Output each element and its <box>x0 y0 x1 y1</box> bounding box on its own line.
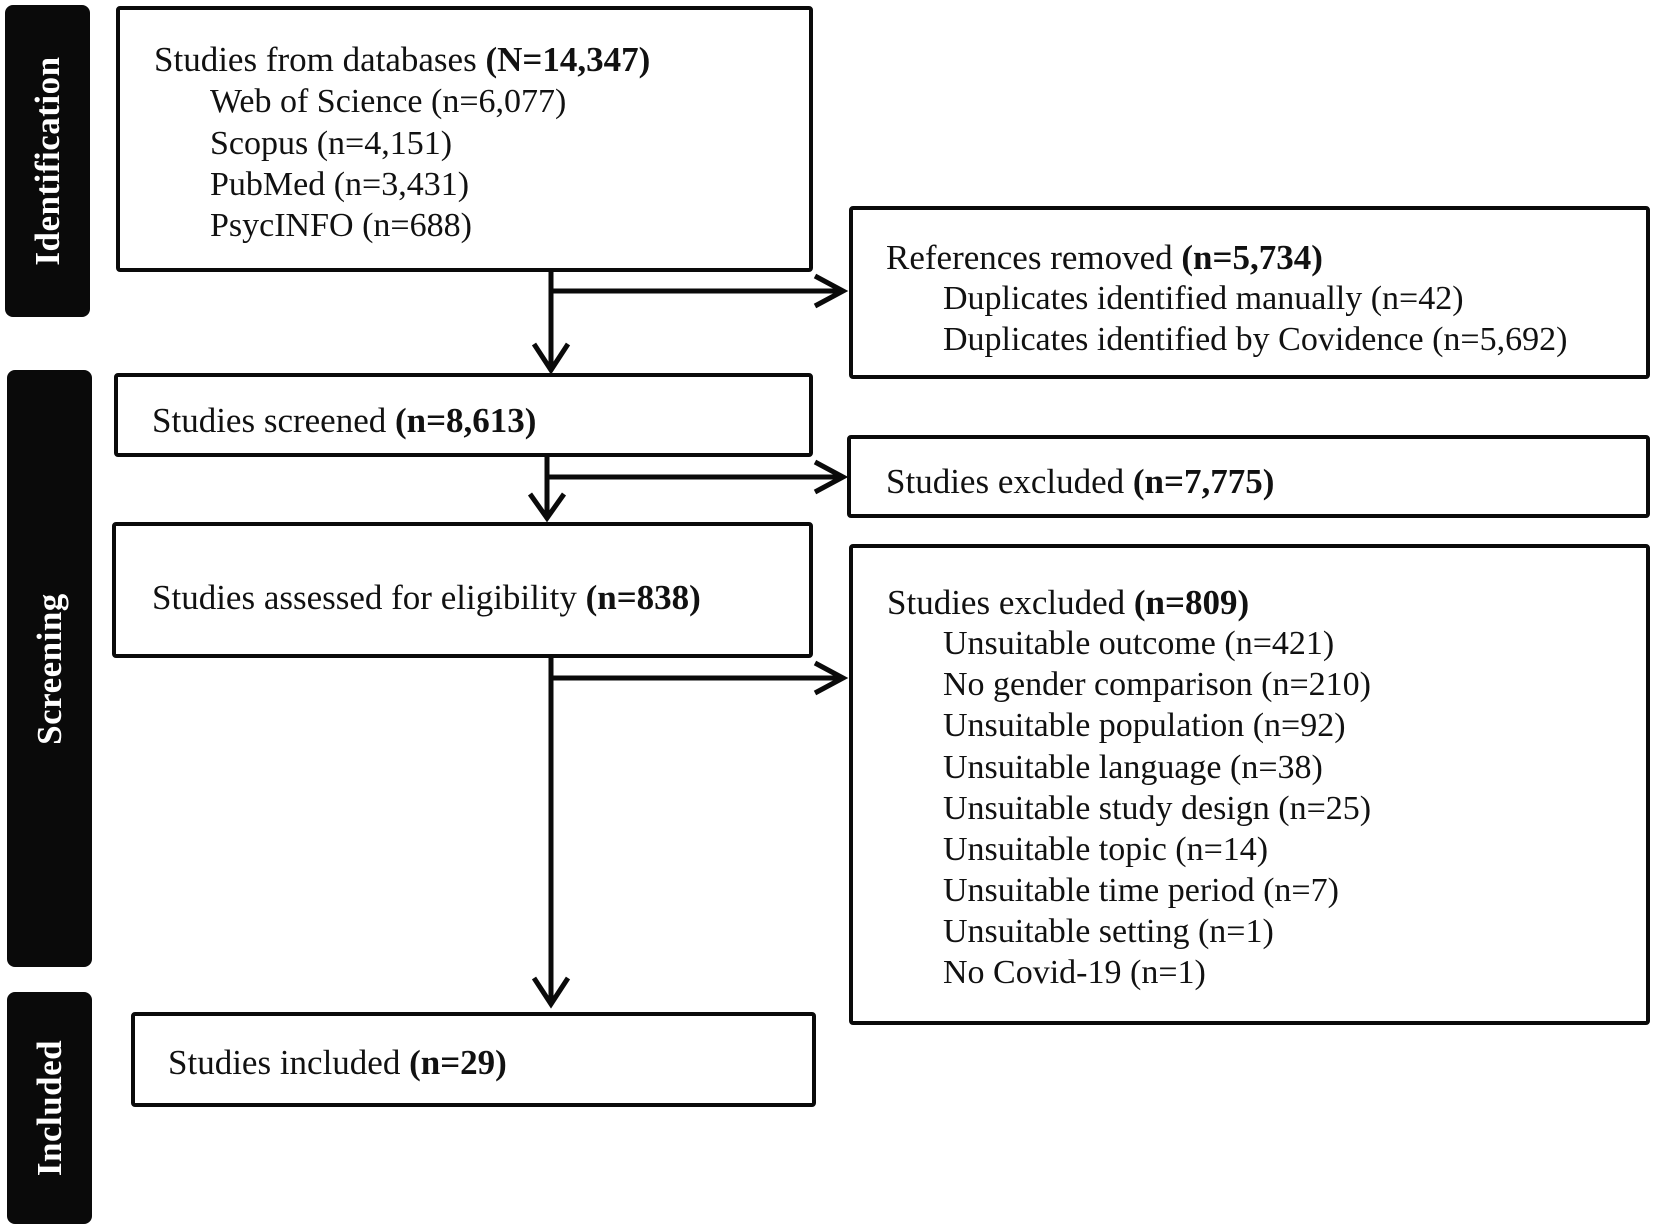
exclusion-reason-item: Unsuitable population (n=92) <box>943 707 1346 744</box>
screened-title: Studies screened <box>152 401 387 440</box>
removed-box: References removed (n=5,734) Duplicates … <box>849 206 1650 379</box>
arrowhead-included <box>531 976 571 1009</box>
screened-box: Studies screened (n=8,613) <box>114 373 813 457</box>
databases-title: Studies from databases <box>154 40 477 79</box>
eligibility-box: Studies assessed for eligibility (n=838) <box>112 522 813 658</box>
eligibility-total: (n=838) <box>585 578 701 617</box>
excluded-full-title: Studies excluded <box>887 583 1126 622</box>
removed-heading: References removed (n=5,734) <box>886 240 1323 275</box>
exclusion-reason-item: Unsuitable setting (n=1) <box>943 913 1274 950</box>
screened-total: (n=8,613) <box>394 401 537 440</box>
included-total: (n=29) <box>409 1043 507 1082</box>
exclusion-reason-item: Unsuitable time period (n=7) <box>943 872 1339 909</box>
database-item: Web of Science (n=6,077) <box>210 83 567 120</box>
removed-item: Duplicates identified by Covidence (n=5,… <box>943 321 1568 358</box>
removed-total: (n=5,734) <box>1181 238 1323 277</box>
database-item: PubMed (n=3,431) <box>210 166 470 203</box>
arrowhead-eligibility <box>527 492 567 523</box>
removed-item: Duplicates identified manually (n=42) <box>943 280 1464 317</box>
exclusion-reason-item: No gender comparison (n=210) <box>943 666 1372 703</box>
excluded-screen-total: (n=7,775) <box>1132 462 1275 501</box>
databases-total: (N=14,347) <box>485 40 651 79</box>
screened-heading: Studies screened (n=8,613) <box>152 403 536 438</box>
exclusion-reason-item: Unsuitable study design (n=25) <box>943 790 1372 827</box>
exclusion-reason-item: Unsuitable language (n=38) <box>943 749 1323 786</box>
arrowhead-screened <box>531 342 571 375</box>
arrowhead-removed <box>813 273 849 309</box>
included-heading: Studies included (n=29) <box>168 1045 507 1080</box>
arrowhead-excluded-screen <box>813 459 849 495</box>
exclusion-reason-item: No Covid-19 (n=1) <box>943 954 1206 991</box>
exclusion-reason-item: Unsuitable topic (n=14) <box>943 831 1269 868</box>
database-item: PsycINFO (n=688) <box>210 207 472 244</box>
stage-screening-bar: Screening <box>7 370 92 967</box>
stage-identification-bar: Identification <box>5 5 90 317</box>
exclusion-reason-item: Unsuitable outcome (n=421) <box>943 625 1335 662</box>
removed-title: References removed <box>886 238 1173 277</box>
eligibility-title: Studies assessed for eligibility <box>152 578 577 617</box>
excluded-full-box: Studies excluded (n=809) Unsuitable outc… <box>849 544 1650 1025</box>
excluded-screen-box: Studies excluded (n=7,775) <box>847 435 1650 518</box>
excluded-screen-title: Studies excluded <box>886 462 1125 501</box>
included-box: Studies included (n=29) <box>131 1012 816 1107</box>
excluded-full-total: (n=809) <box>1133 583 1250 622</box>
included-title: Studies included <box>168 1043 401 1082</box>
database-item: Scopus (n=4,151) <box>210 125 453 162</box>
excluded-full-heading: Studies excluded (n=809) <box>887 585 1249 620</box>
excluded-screen-heading: Studies excluded (n=7,775) <box>886 464 1274 499</box>
stage-included-bar: Included <box>7 992 92 1224</box>
databases-heading: Studies from databases (N=14,347) <box>154 42 650 77</box>
arrowhead-excluded-full <box>813 660 849 696</box>
databases-box: Studies from databases (N=14,347) Web of… <box>116 6 813 272</box>
eligibility-heading: Studies assessed for eligibility (n=838) <box>152 580 701 615</box>
